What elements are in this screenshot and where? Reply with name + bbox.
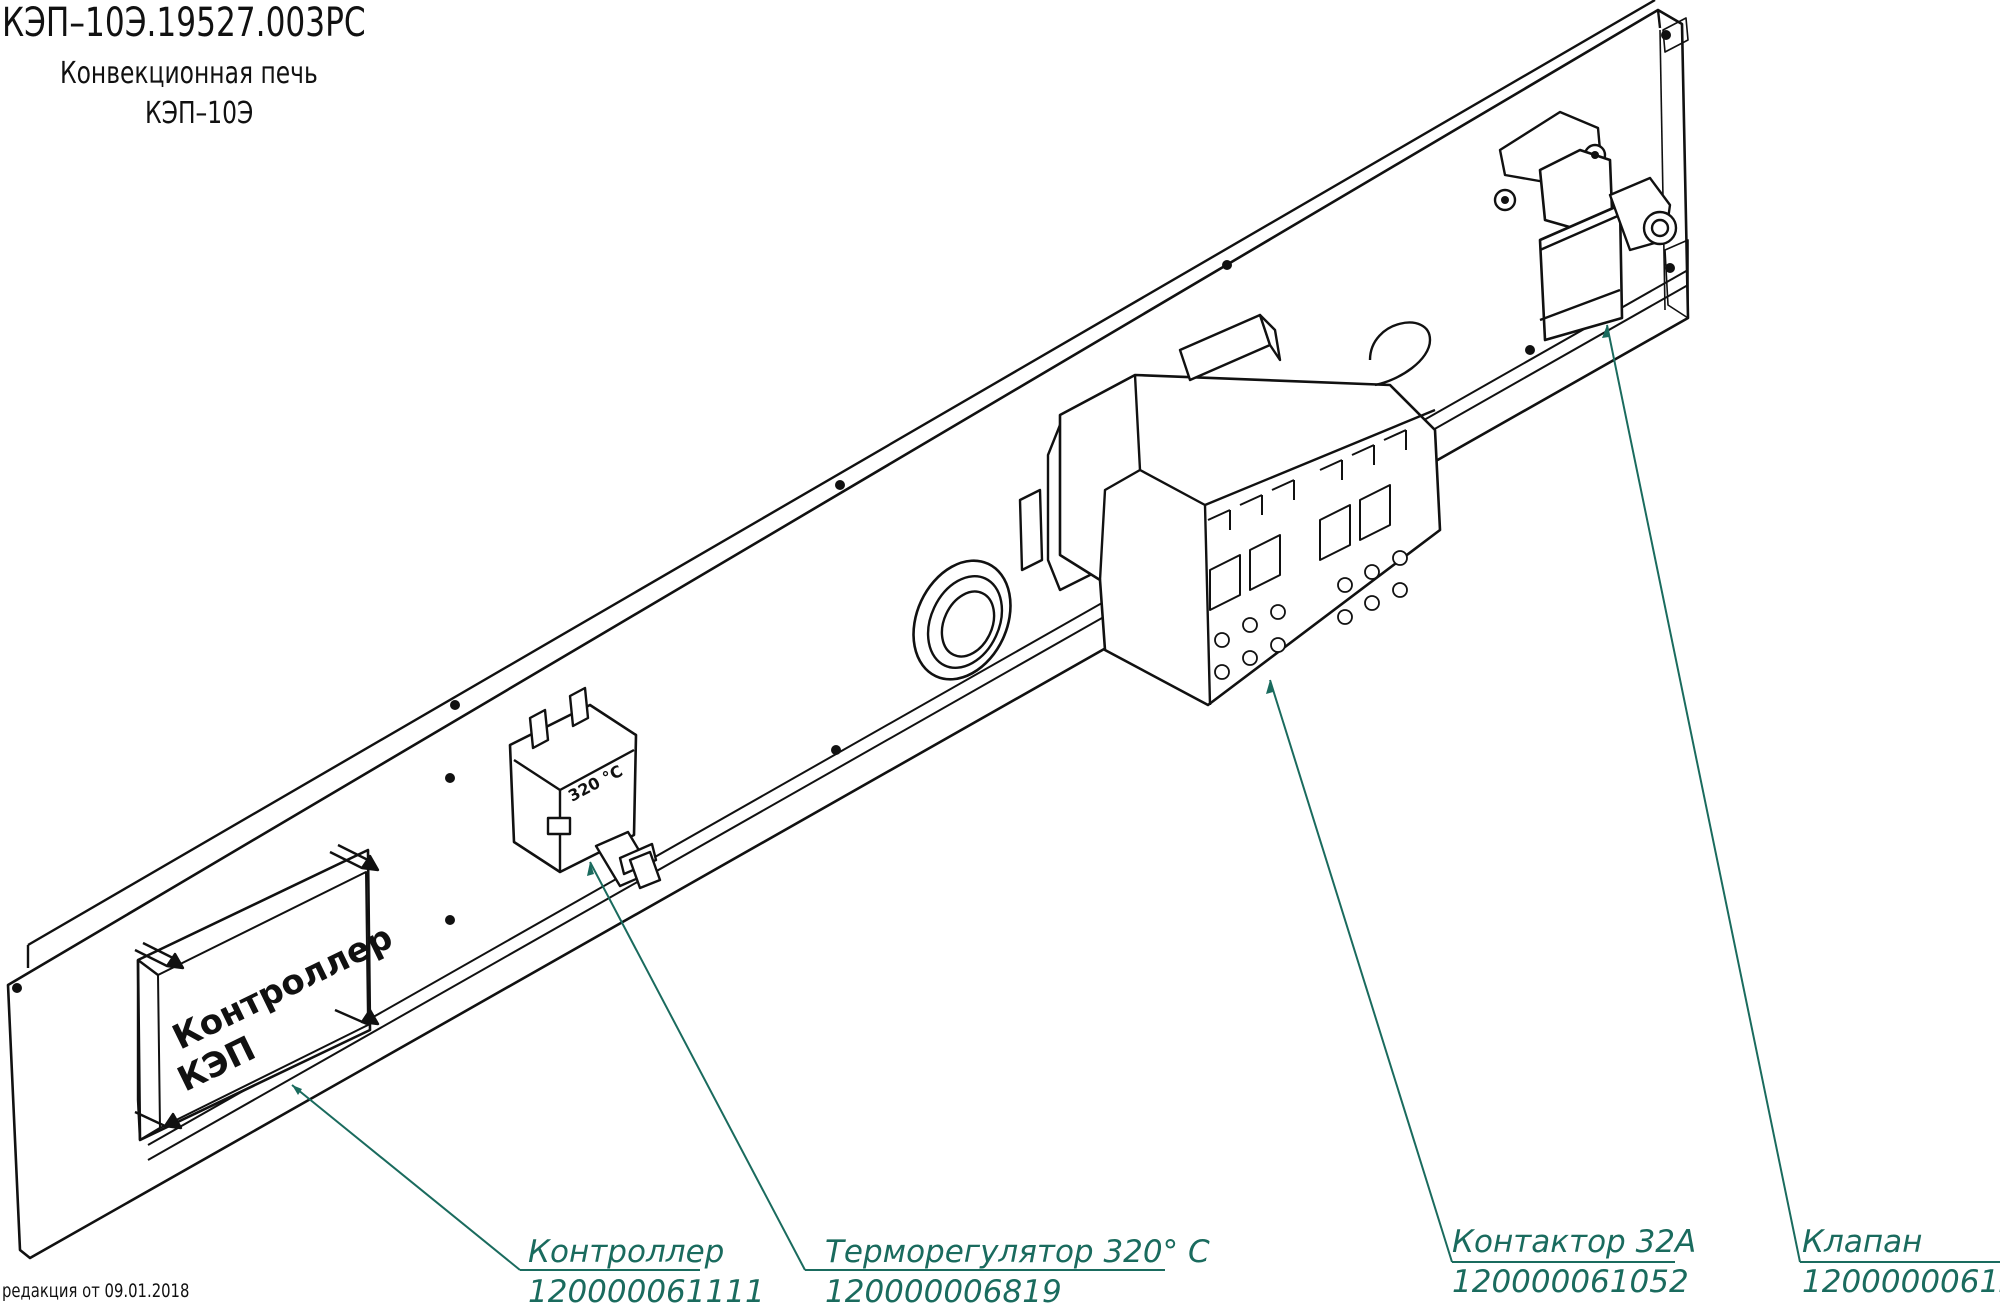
callout-thermostat-code: 120000006819 — [825, 1274, 1062, 1305]
callout-arrowheads — [292, 325, 1609, 1095]
controller-standoffs — [134, 843, 380, 1130]
contactor-assembly — [1018, 313, 1442, 707]
product-model: КЭП–10Э — [145, 96, 254, 131]
callout-thermostat-name: Терморегулятор 320° С — [825, 1234, 1210, 1270]
callout-contactor-name: Контактор 32А — [1452, 1224, 1696, 1260]
product-name: Конвекционная печь — [60, 56, 318, 91]
callout-valve-name: Клапан — [1802, 1224, 1922, 1260]
callout-valve-code: 120000006121 — [1802, 1264, 2000, 1300]
callout-leaders — [291, 324, 2000, 1271]
callout-controller-code: 120000061111 — [528, 1274, 765, 1305]
contactor-terminals — [1207, 429, 1407, 611]
controller-module: Контроллер КЭП — [134, 843, 399, 1142]
thermostat: 320 °C — [508, 686, 662, 890]
document-code: КЭП–10Э.19527.003РС — [2, 0, 366, 46]
callout-contactor-code: 120000061052 — [1452, 1264, 1689, 1300]
callout-controller-name: Контроллер — [528, 1234, 724, 1270]
revision-note: редакция от 09.01.2018 — [2, 1280, 190, 1302]
contactor-screw-holes — [1214, 550, 1408, 680]
solenoid-valve — [1493, 110, 1678, 342]
cable-gland — [912, 559, 1012, 681]
contactor-cable-loop — [1368, 321, 1432, 387]
